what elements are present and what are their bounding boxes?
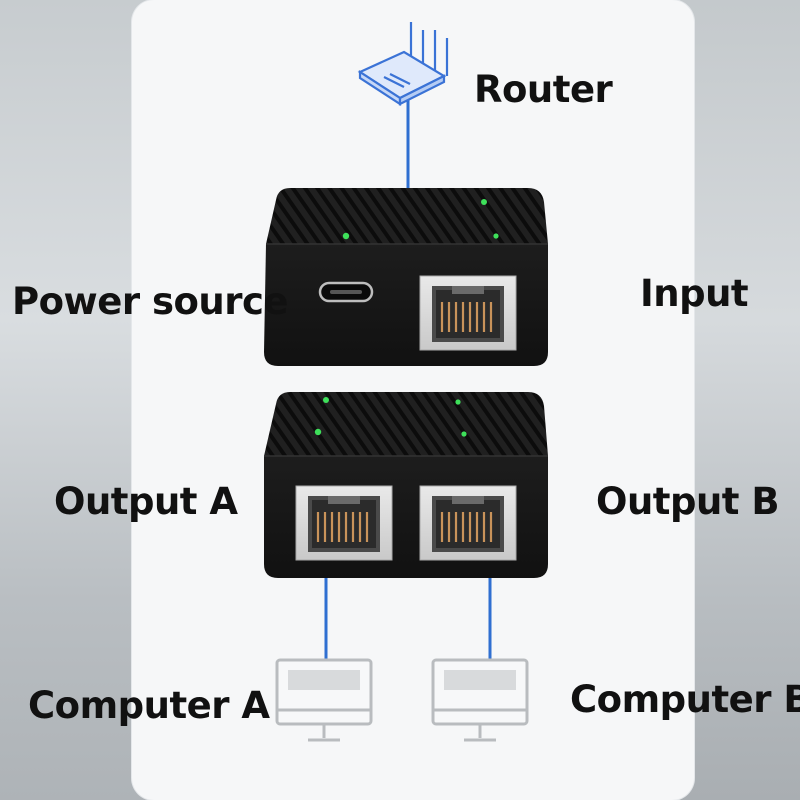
ethernet-port-b <box>419 485 517 561</box>
device-output <box>264 392 548 578</box>
input-label: Input <box>640 272 749 315</box>
computer-b-label: Computer B <box>570 678 800 721</box>
power-source-label: Power source <box>12 280 289 323</box>
router-label: Router <box>474 68 613 111</box>
background-right-blur <box>680 0 800 800</box>
output-a-label: Output A <box>54 480 238 523</box>
router-icon <box>357 22 449 107</box>
computer-a-label: Computer A <box>28 684 270 727</box>
computer-a-icon <box>275 658 373 742</box>
output-b-label: Output B <box>596 480 780 523</box>
device-input <box>264 188 548 366</box>
ethernet-port-a <box>295 485 393 561</box>
computer-b-icon <box>431 658 529 742</box>
ethernet-port-input <box>419 275 517 351</box>
background-left-blur <box>0 0 150 800</box>
